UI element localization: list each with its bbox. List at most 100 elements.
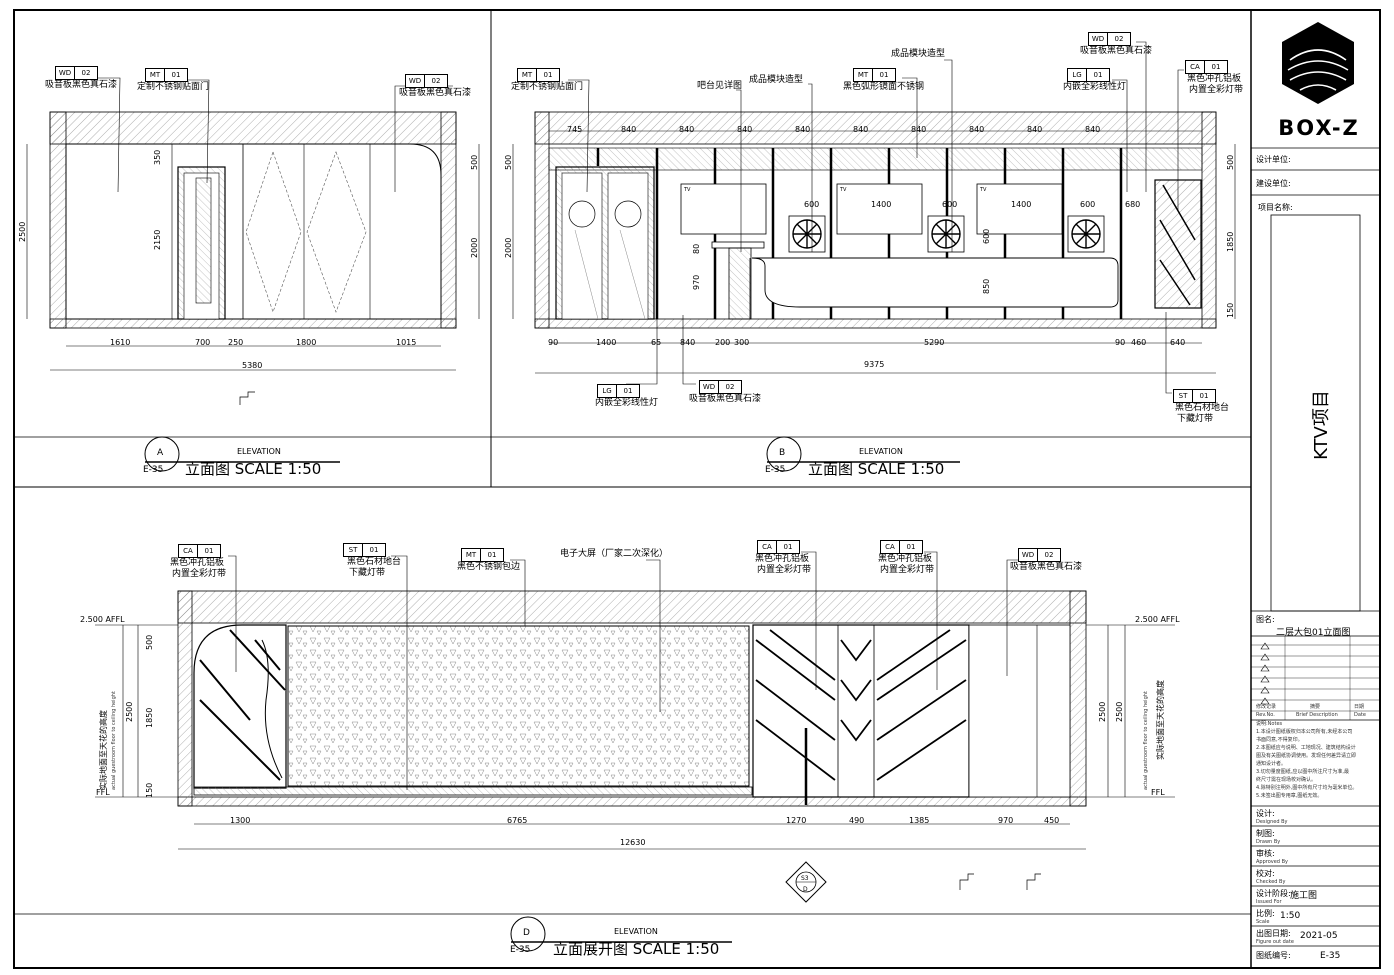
tb-note: 图及有关图纸协调使用。发现任何差异请立即	[1256, 753, 1357, 759]
tb-note: 5.未签出图专用章,图纸无效。	[1256, 793, 1323, 799]
dim-a-inner-2: 2150	[153, 229, 162, 250]
tag-num: 02	[1044, 551, 1054, 559]
tb-rev-e1: Rev.No.	[1256, 712, 1275, 718]
revision-triangles	[1260, 642, 1270, 705]
b-tv-3	[976, 183, 1063, 235]
tb-stage: 施工图	[1290, 891, 1318, 901]
tag-code: CA	[881, 541, 900, 553]
elevation-b: TV TV TV	[512, 41, 1236, 394]
dim-b-inner-v2: 970	[692, 274, 701, 290]
tag-desc: 吸音板黑色真石漆	[689, 394, 762, 404]
tag-num: 01	[204, 547, 214, 555]
view-letter: B	[779, 448, 786, 458]
dim-d-bottom: 1300	[230, 816, 251, 825]
tag-num: 02	[431, 77, 441, 85]
dim-d-bottom: 490	[849, 816, 865, 825]
tag-code: ST	[1174, 390, 1193, 402]
side-note-cn-r: 实际地面至天花的高度	[1156, 680, 1165, 760]
b-bar-counter	[711, 241, 765, 249]
dim-a-right-1: 500	[470, 154, 479, 170]
tb-date-label: 出图日期:	[1256, 929, 1291, 938]
dim-b-inner: 600	[942, 200, 958, 209]
b-floor-band	[534, 318, 1217, 329]
tag-code: WD	[406, 75, 425, 87]
tb-no: E-35	[1320, 951, 1341, 961]
view-title: 立面图 SCALE 1:50	[185, 460, 322, 478]
b-right-col	[1201, 111, 1217, 329]
d-chevron-panel	[752, 624, 970, 798]
tag-desc-2: 下藏灯带	[1177, 414, 1214, 424]
afl-left: 2.500 AFFL	[80, 615, 125, 624]
tag-num: 01	[879, 71, 889, 79]
dim-b-inner-v4: 850	[982, 278, 991, 294]
tag-code: LG	[1068, 69, 1087, 81]
dim-a-bottom: 1015	[396, 338, 417, 347]
view-tag: ELEVATION	[237, 447, 281, 456]
tag-desc: 黑色冲孔铝板	[170, 558, 225, 568]
b-top-module	[548, 147, 1203, 171]
tb-rev-h2: 摘要	[1310, 704, 1321, 710]
dim-b-bottom: 5290	[924, 338, 945, 347]
tag-desc: 黑色石材地台	[1175, 403, 1230, 413]
b-tv-2	[836, 183, 923, 235]
tb-stage-en: Issued For	[1256, 899, 1282, 905]
b-tv-label-1: TV	[683, 187, 691, 193]
dim-b-bottom: 200	[715, 338, 731, 347]
tag-num: 01	[543, 71, 553, 79]
tb-project-label: 项目名称:	[1258, 203, 1293, 212]
material-tag: WD 02	[405, 74, 448, 88]
tag-desc: 吸音板黑色真石漆	[1080, 46, 1153, 56]
tb-drawn: 制图:	[1256, 829, 1275, 838]
tb-rev-h1: 修改记录	[1256, 704, 1277, 710]
a-ceiling-band	[49, 111, 457, 145]
tag-desc-2: 内置全彩灯带	[880, 565, 935, 575]
dim-b-total: 9375	[864, 360, 885, 369]
tag-code: WD	[1089, 33, 1108, 45]
dim-b-inner: 1400	[1011, 200, 1032, 209]
b-ceiling-band	[534, 111, 1217, 145]
tag-desc: 内嵌全彩线性灯	[1063, 82, 1127, 92]
dim-a-bottom: 1800	[296, 338, 317, 347]
dim-b-left-2: 2000	[504, 237, 513, 258]
dim-d-bottom: 1270	[786, 816, 807, 825]
dim-b-top: 840	[969, 125, 985, 134]
tag-code: CA	[1186, 61, 1205, 73]
view-letter: A	[157, 448, 164, 458]
tb-note: 书面同意,不得复印。	[1256, 737, 1303, 743]
view-tag: ELEVATION	[614, 927, 658, 936]
tag-code: MT	[462, 549, 481, 561]
dim-a-bottom: 250	[228, 338, 244, 347]
tag-desc: 黑色石材地台	[347, 557, 402, 567]
tag-desc: 定制不锈钢贴面门	[511, 82, 584, 92]
a-diamond-1	[245, 151, 302, 313]
tag-desc: 吸音板黑色真石漆	[399, 88, 472, 98]
tag-desc: 吸音板黑色真石漆	[45, 80, 118, 90]
dim-b-top: 840	[911, 125, 927, 134]
tag-desc: 内嵌全彩线性灯	[595, 398, 659, 408]
b-tv-label-2: TV	[839, 187, 847, 193]
tag-desc: 黑色不锈钢包边	[457, 562, 521, 572]
tag-num: 01	[369, 546, 379, 554]
tag-code: WD	[1019, 549, 1038, 561]
dim-b-inner-v1: 80	[692, 243, 701, 254]
dim-a-bottom: 1610	[110, 338, 131, 347]
view-sheet: E-35	[510, 945, 531, 955]
side-note-en-l: actual guestroom floor to ceiling height	[111, 691, 117, 790]
view-title: 立面展开图 SCALE 1:50	[553, 940, 720, 958]
tb-note: 2.本图纸应与说明、工地现况、建筑结构设计	[1256, 745, 1356, 751]
module-label-2: 成品模块造型	[891, 49, 946, 59]
tb-date: 2021-05	[1300, 931, 1338, 941]
tb-drawn-en: Drawn By	[1256, 839, 1281, 845]
tag-code: MT	[146, 69, 165, 81]
bar-label: 吧台见详图	[697, 81, 743, 91]
dim-b-bottom: 90	[1115, 338, 1126, 347]
tag-desc: 定制不锈钢贴面门	[137, 82, 210, 92]
dim-b-top: 840	[1085, 125, 1101, 134]
dim-b-bottom: 300	[734, 338, 750, 347]
